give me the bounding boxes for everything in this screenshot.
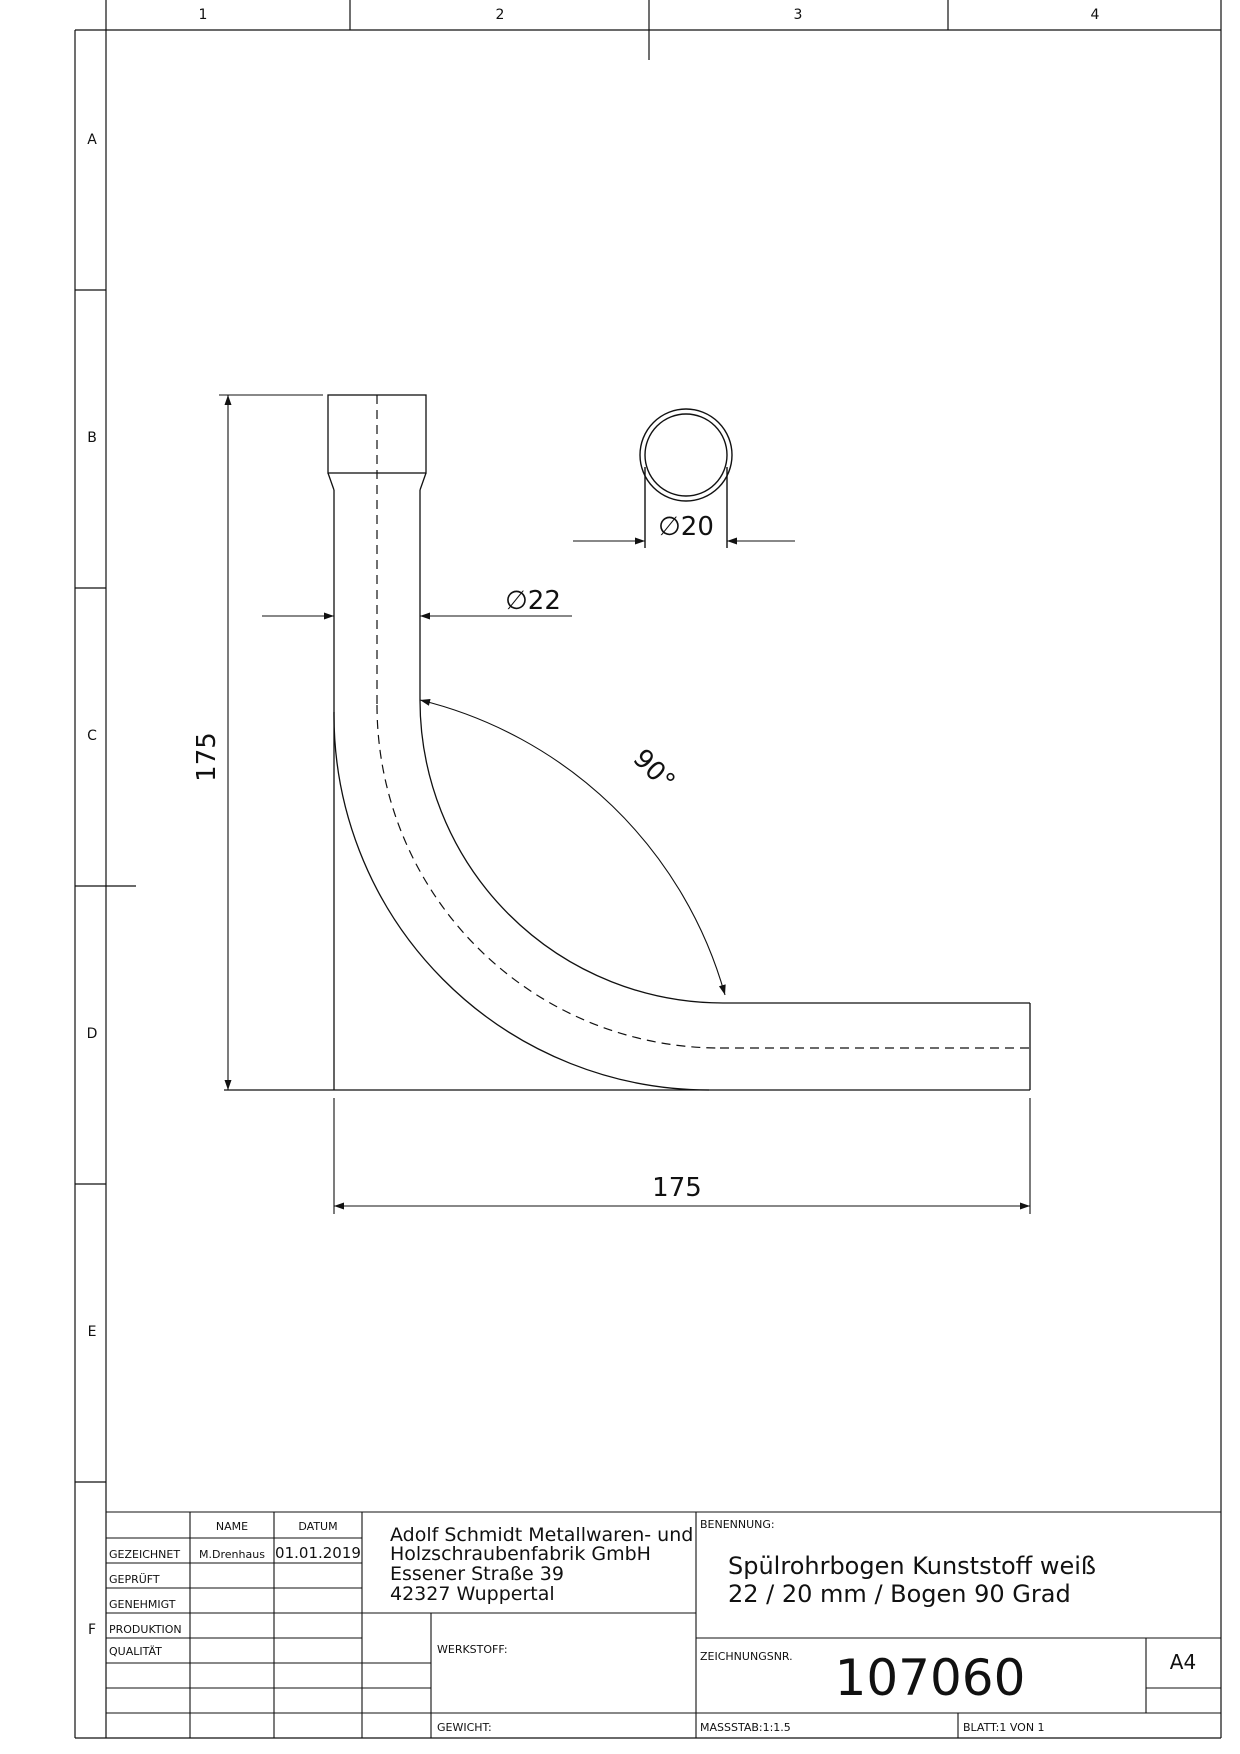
header-name: NAME	[216, 1520, 248, 1533]
werkstoff-label: WERKSTOFF:	[437, 1643, 508, 1656]
company-line-4: 42327 Wuppertal	[390, 1583, 555, 1605]
scale-label: MASSSTAB:1:1.5	[700, 1721, 791, 1734]
dimension-diameter-22: ∅22	[505, 586, 561, 616]
pipe-cross-section	[639, 408, 733, 548]
role-geprueft: GEPRÜFT	[109, 1573, 160, 1586]
row-ref-a: A	[87, 132, 97, 148]
row-ref-e: E	[88, 1324, 97, 1340]
sheet-count: BLATT:1 VON 1	[963, 1721, 1045, 1734]
column-ref-2: 2	[496, 7, 505, 23]
role-produktion: PRODUKTION	[109, 1623, 182, 1636]
drawn-by-name: M.Drenhaus	[199, 1548, 265, 1561]
column-ref-1: 1	[199, 7, 208, 23]
row-ref-b: B	[87, 430, 97, 446]
role-gezeichnet: GEZEICHNET	[109, 1548, 180, 1561]
dimension-diameter-20: ∅20	[658, 512, 714, 542]
pipe-bend	[224, 394, 1031, 1091]
drawing-number: 107060	[835, 1649, 1026, 1707]
benennung-label: BENENNUNG:	[700, 1518, 775, 1531]
gewicht-label: GEWICHT:	[437, 1721, 492, 1734]
role-qualitaet: QUALITÄT	[109, 1645, 162, 1658]
dimension-lines	[219, 394, 1031, 1214]
sheet-format: A4	[1170, 1650, 1196, 1674]
title-block-grid	[106, 1511, 1221, 1738]
header-date: DATUM	[298, 1520, 337, 1533]
benennung-line-2: 22 / 20 mm / Bogen 90 Grad	[728, 1580, 1071, 1608]
company-line-2: Holzschraubenfabrik GmbH	[390, 1543, 651, 1565]
benennung-line-1: Spülrohrbogen Kunststoff weiß	[728, 1552, 1096, 1580]
dimension-width-175: 175	[652, 1173, 702, 1203]
column-ref-3: 3	[794, 7, 803, 23]
company-line-1: Adolf Schmidt Metallwaren- und	[390, 1524, 693, 1546]
dimension-height-175: 175	[192, 732, 222, 782]
drawn-date: 01.01.2019	[275, 1544, 361, 1562]
row-ref-f: F	[88, 1622, 96, 1638]
column-ref-4: 4	[1091, 7, 1100, 23]
role-genehmigt: GENEHMIGT	[109, 1598, 176, 1611]
pipe-centerline	[376, 395, 1030, 1049]
row-ref-c: C	[87, 728, 97, 744]
drawing-frame	[74, 0, 1222, 1739]
dimension-angle-90: 90°	[627, 743, 681, 797]
row-ref-d: D	[87, 1026, 98, 1042]
company-line-3: Essener Straße 39	[390, 1563, 564, 1585]
zeichnungsnr-label: ZEICHNUNGSNR.	[700, 1650, 793, 1663]
